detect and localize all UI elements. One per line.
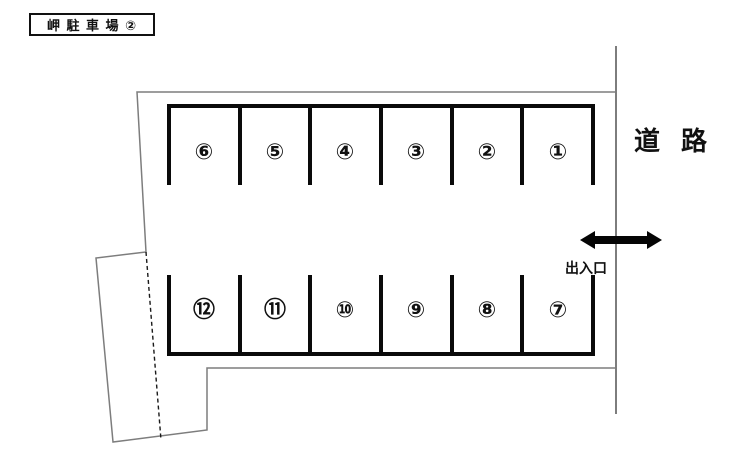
space-label-6: ⑥ xyxy=(194,140,214,165)
space-label-8: ⑧ xyxy=(477,298,497,323)
diagram-title: 岬 駐 車 場 ② xyxy=(46,19,138,34)
space-label-12: ⑫ xyxy=(192,298,215,323)
space-label-1: ① xyxy=(548,140,568,165)
road-label: 道 路 xyxy=(634,127,714,157)
parcel-dashed-boundary xyxy=(145,251,162,441)
space-label-10: ⑩ xyxy=(335,298,355,323)
space-label-7: ⑦ xyxy=(548,298,568,323)
diagram-title-box: 岬 駐 車 場 ② xyxy=(29,13,155,36)
space-label-11: ⑪ xyxy=(263,298,286,323)
bottom-row-dividers xyxy=(238,275,524,354)
space-label-2: ② xyxy=(477,140,497,165)
entrance-arrow-icon xyxy=(580,231,662,249)
entrance-label: 出入口 xyxy=(565,261,607,277)
space-label-3: ③ xyxy=(406,140,426,165)
space-label-9: ⑨ xyxy=(406,298,426,323)
space-label-4: ④ xyxy=(335,140,355,165)
top-row-dividers xyxy=(238,104,524,185)
space-label-5: ⑤ xyxy=(265,140,285,165)
lot-boundary-outline xyxy=(95,91,616,443)
